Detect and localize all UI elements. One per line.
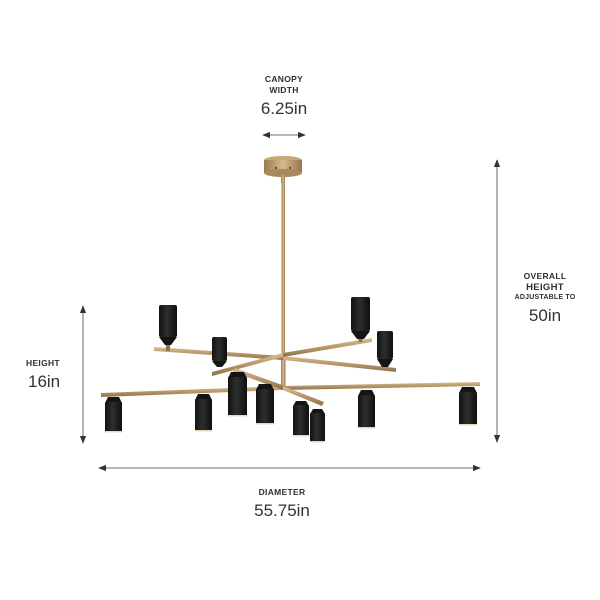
diameter-label: DIAMETER 55.75in — [232, 487, 332, 522]
canopy — [264, 156, 302, 183]
height-value: 16in — [28, 372, 61, 391]
shade — [159, 305, 177, 351]
shade — [459, 387, 477, 426]
overall-height-caption-2: HEIGHT — [526, 282, 564, 293]
shade — [228, 372, 247, 417]
shade — [351, 297, 370, 342]
overall-height-label: OVERALL HEIGHT ADJUSTABLE TO 50in — [505, 271, 585, 327]
canopy-width-caption-2: WIDTH — [269, 85, 299, 95]
diameter-value: 55.75in — [254, 501, 310, 520]
canopy-width-caption-1: CANOPY — [264, 74, 304, 84]
shades-lower — [105, 372, 477, 443]
shade — [358, 390, 375, 429]
shade — [310, 409, 325, 443]
overall-height-caption-1: OVERALL — [523, 271, 567, 281]
shade — [212, 337, 227, 367]
shade — [195, 394, 212, 432]
shade — [293, 401, 309, 437]
shades-upper — [159, 297, 393, 367]
shade — [377, 331, 393, 367]
canopy-width-value: 6.25in — [260, 99, 308, 118]
upper-arms — [154, 338, 396, 376]
diameter-caption: DIAMETER — [258, 487, 306, 497]
shade — [105, 397, 122, 433]
height-caption: HEIGHT — [26, 358, 60, 368]
canopy-width-label: CANOPY WIDTH 6.25in — [234, 74, 334, 120]
overall-height-caption-3: ADJUSTABLE TO — [514, 294, 576, 301]
height-label: HEIGHT 16in — [12, 358, 72, 393]
shade — [256, 384, 274, 425]
lower-arms — [101, 368, 480, 406]
stem — [281, 180, 286, 390]
overall-height-value: 50in — [528, 306, 562, 325]
